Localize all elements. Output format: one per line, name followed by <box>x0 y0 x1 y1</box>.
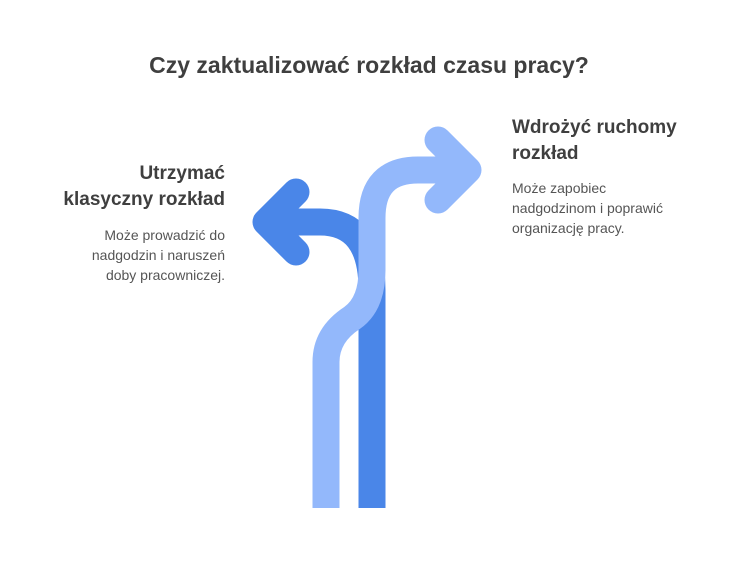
diagram-title: Czy zaktualizować rozkład czasu pracy? <box>149 52 589 78</box>
arrow-turn-right-icon <box>312 126 482 508</box>
option-right-heading-line: rozkład <box>512 143 579 164</box>
option-right-heading: Wdrożyć ruchomy rozkład <box>512 115 722 167</box>
option-right-description-line: organizację pracy. <box>512 220 625 236</box>
option-left-description: Może prowadzić do nadgodzin i naruszeń d… <box>5 225 225 285</box>
option-left-description-line: nadgodzin i naruszeń <box>91 247 225 263</box>
option-left-description-line: Może prowadzić do <box>104 227 225 243</box>
option-left-heading-line: Utrzymać <box>139 163 225 184</box>
option-right-heading-line: Wdrożyć ruchomy <box>512 117 677 138</box>
option-right-description-line: Może zapobiec <box>512 180 607 196</box>
option-right-description-line: nadgodzinom i poprawić <box>512 200 663 216</box>
option-left-description-line: doby pracowniczej. <box>105 267 225 283</box>
option-left-heading: Utrzymać klasyczny rozkład <box>5 161 225 213</box>
option-left-heading-line: klasyczny rozkład <box>63 189 225 210</box>
option-right-description: Może zapobiec nadgodzinom i poprawić org… <box>512 178 722 238</box>
